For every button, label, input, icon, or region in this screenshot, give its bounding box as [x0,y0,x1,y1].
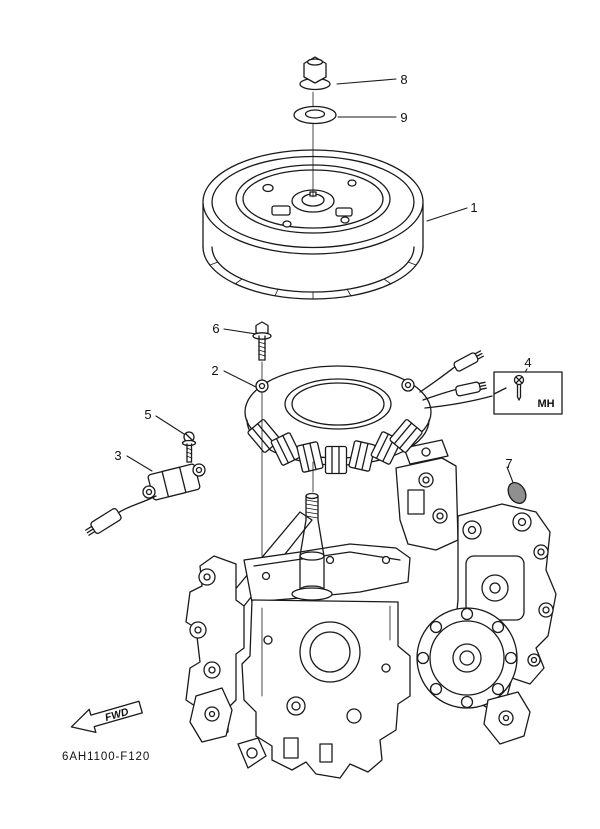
callout-6: 6 [212,321,219,336]
stator-assembly [244,365,432,475]
crankcase [241,599,411,779]
callout-3: 3 [114,448,121,463]
callout-5: 5 [144,407,151,422]
callout-9: 9 [400,110,407,125]
callout-7: 7 [505,456,512,471]
mh-detail-box: MH [493,371,563,415]
connector-lower [455,381,487,397]
pulser-coil [85,463,206,536]
stator-wires [419,350,493,409]
flywheel-rotor [202,149,424,300]
flywheel-ribs [209,261,417,300]
intake-bracket [395,439,459,551]
tapping-screw [513,374,525,401]
callout-1: 1 [470,200,477,215]
stator-coils [247,419,423,475]
plain-washer [293,105,337,125]
crankshaft-taper [291,492,333,601]
flange-nut [299,56,331,91]
callouts: 1 2 3 4 5 6 7 8 9 [114,72,531,471]
engine-block [185,439,557,779]
right-foot [483,691,531,745]
connector-upper [453,350,484,372]
bottom-tab [237,737,267,769]
pan-screw [181,431,197,463]
callout-4: 4 [524,355,531,370]
mh-label: MH [537,398,554,410]
fwd-label: FWD [104,706,131,724]
drawing-code: 6AH1100-F120 [62,751,150,763]
grommet [507,482,527,504]
gear-cover [416,607,518,709]
callout-2: 2 [211,363,218,378]
pulser-connector [85,508,122,536]
flange-bolt [252,321,272,361]
left-foot [189,687,233,743]
cylinder-deck [243,543,411,603]
callout-8: 8 [400,72,407,87]
alignment-lines [261,361,314,557]
fwd-arrow: FWD [70,700,143,734]
